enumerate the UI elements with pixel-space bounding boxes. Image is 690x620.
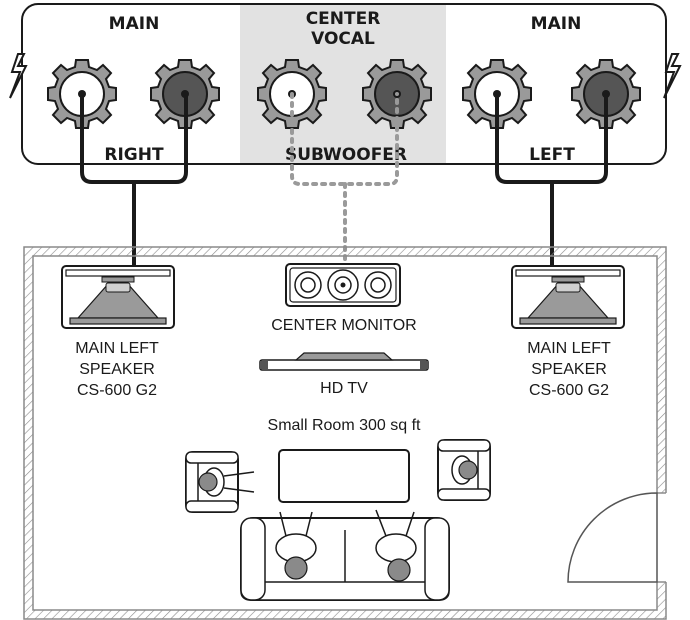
center-monitor-icon — [285, 263, 401, 307]
left-speaker-label-line2: SPEAKER — [79, 361, 155, 378]
room — [23, 246, 668, 620]
center-output-label: SUBWOOFER — [285, 145, 407, 165]
center-dark-knob[interactable] — [362, 59, 432, 129]
sofa — [240, 509, 450, 601]
speaker-cables — [80, 94, 608, 268]
lightning-icon — [663, 53, 682, 99]
center-group-header-line1: CENTER — [306, 9, 381, 29]
right-speaker-label-line3: CS-600 G2 — [529, 382, 609, 399]
left-group-header: MAIN — [109, 14, 160, 34]
center-group-header-line2: VOCAL — [311, 29, 375, 49]
left-output-label: RIGHT — [104, 145, 164, 165]
amplifier-panel: MAIN CENTER VOCAL MAIN — [9, 3, 682, 165]
coffee-table — [278, 449, 410, 503]
lightning-icon — [9, 53, 28, 99]
person-head — [284, 556, 308, 580]
room-wall — [23, 246, 667, 620]
left-speaker-label-line1: MAIN LEFT — [75, 340, 159, 357]
right-speaker-label-line1: MAIN LEFT — [527, 340, 611, 357]
tv-icon — [259, 352, 429, 371]
door-swing — [567, 492, 658, 583]
right-speaker-icon — [511, 265, 625, 329]
left-speaker-label-line3: CS-600 G2 — [77, 382, 157, 399]
person-head — [458, 460, 478, 480]
right-armchair — [437, 439, 491, 501]
person-head — [387, 558, 411, 582]
person-head — [198, 472, 218, 492]
left-armchair — [185, 451, 255, 513]
right-output-label: LEFT — [529, 145, 575, 165]
room-size-label: Small Room 300 sq ft — [268, 417, 422, 434]
right-speaker-label-line2: SPEAKER — [531, 361, 607, 378]
left-speaker-icon — [61, 265, 175, 329]
center-monitor-label: CENTER MONITOR — [271, 317, 416, 334]
right-group-header: MAIN — [531, 14, 582, 34]
tv-label: HD TV — [320, 380, 368, 397]
